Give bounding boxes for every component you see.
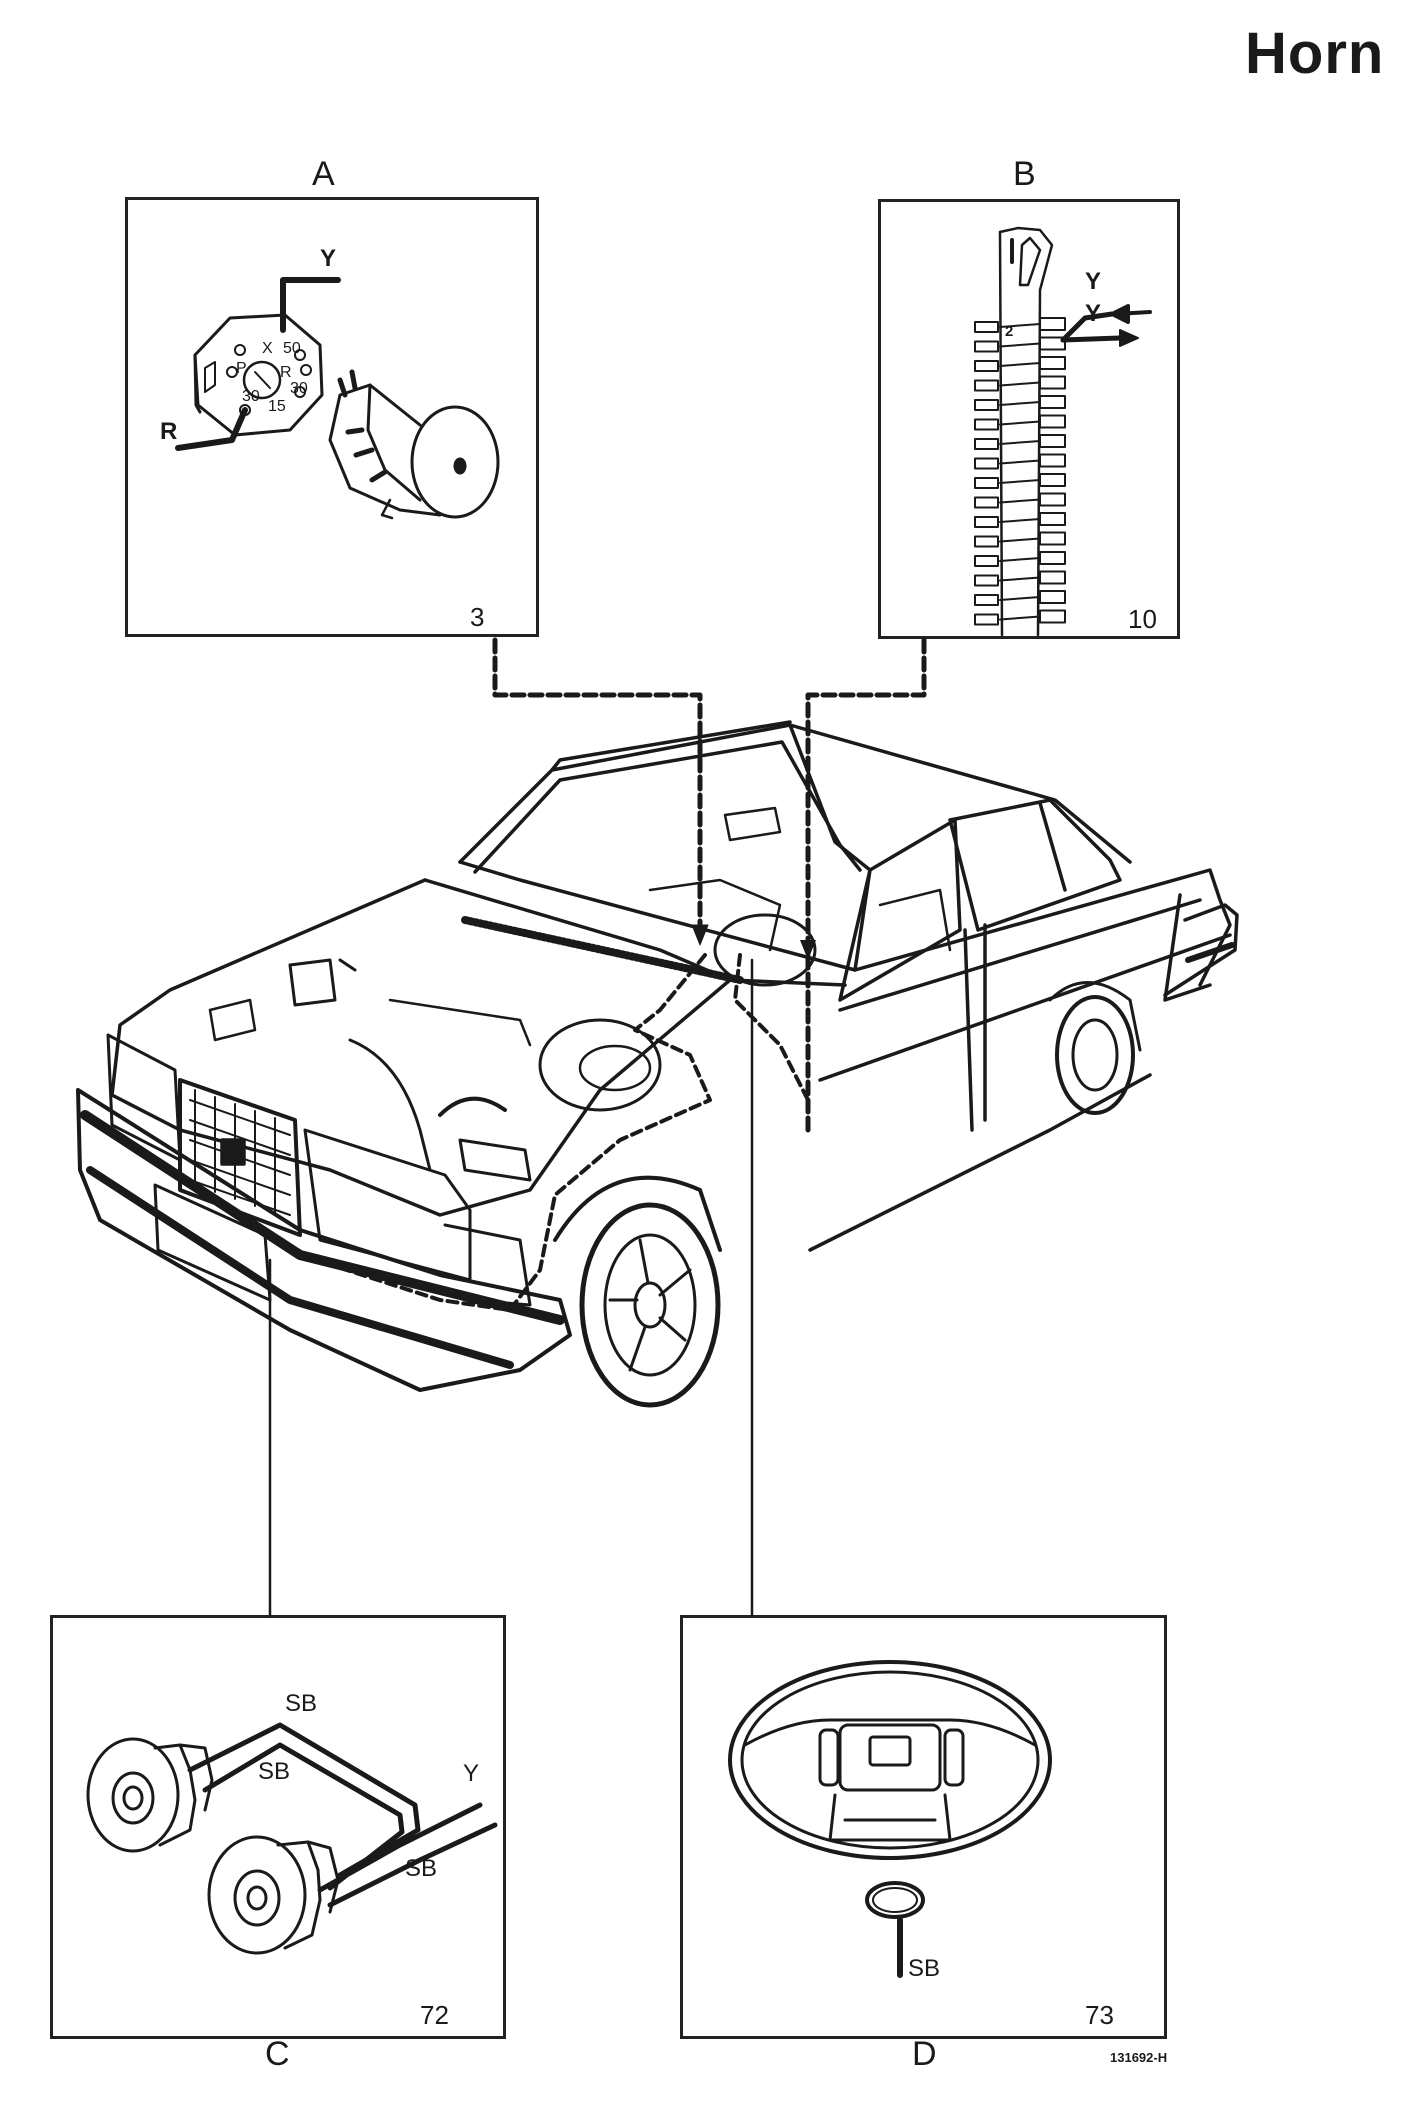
terminal-50: 50	[283, 340, 301, 357]
panel-d-label-sb: SB	[908, 1955, 941, 1982]
terminal-x: X	[262, 340, 273, 357]
fuse-clip	[974, 590, 1066, 606]
fuse-clip	[974, 551, 1066, 567]
fuse-clip	[974, 570, 1066, 587]
panel-c-label-sb-top: SB	[285, 1690, 318, 1717]
fuse-block-illustration	[998, 226, 1054, 637]
steering-wheel-illustration	[728, 1660, 1052, 1919]
fuse-clip	[974, 434, 1066, 450]
fuse-clip	[974, 609, 1066, 626]
panel-b-label-y-lower: Y	[1085, 300, 1102, 327]
car-illustration	[76, 720, 1239, 1408]
figure-reference-code: 131692-H	[1110, 2050, 1168, 2065]
panel-a-wire-r	[175, 407, 248, 451]
panel-c-label-sb-mid: SB	[258, 1758, 291, 1785]
panel-b-wire-y-in	[1060, 311, 1115, 343]
horns-illustration	[86, 1737, 340, 1955]
panel-a-label-r: R	[160, 418, 178, 445]
fuse-clip	[974, 317, 1066, 333]
fuse-clip	[974, 473, 1066, 489]
connector-a	[492, 637, 703, 938]
ignition-switch-illustration	[193, 313, 500, 520]
terminal-r: R	[280, 364, 292, 381]
panel-b-fuse-box	[878, 199, 1180, 639]
fuse-clip	[974, 336, 1066, 353]
panel-c-number: 72	[420, 2000, 449, 2030]
connector-b	[805, 637, 927, 1133]
fuse-clip	[974, 492, 1066, 509]
horn-wires	[187, 1722, 498, 1908]
panel-c-label-sb-low: SB	[405, 1855, 438, 1882]
terminal-30-right: 30	[290, 380, 308, 397]
fuse-clip	[974, 453, 1066, 470]
panel-a-label-y: Y	[320, 245, 337, 272]
panel-b-number: 10	[1128, 604, 1157, 634]
panel-c-letter: C	[265, 2035, 290, 2073]
horn-cable-route	[298, 953, 712, 1312]
fuse-clip	[974, 414, 1066, 431]
panel-b-label-y-upper: Y	[1085, 268, 1102, 295]
fuse-clip	[974, 375, 1066, 392]
panel-d-steering-wheel	[680, 1615, 1167, 2039]
panel-a-number: 3	[470, 602, 485, 632]
panel-c-horns	[50, 1615, 506, 2039]
fuse-clip	[974, 356, 1066, 372]
panel-a-wire-y	[280, 277, 341, 333]
panel-b-letter: B	[1013, 155, 1036, 193]
panel-b-wire-y-out	[1060, 335, 1123, 343]
panel-a-ignition-switch	[125, 197, 539, 637]
fuse-clip	[974, 395, 1066, 411]
fuse-number-2: 2	[1005, 323, 1014, 340]
terminal-p: P	[236, 360, 247, 377]
terminal-15: 15	[268, 398, 286, 415]
fuse-rows	[974, 317, 1066, 626]
terminal-30-left: 30	[242, 388, 260, 405]
fuse-clip	[974, 531, 1066, 548]
fuse-clip	[974, 512, 1066, 528]
panel-a-letter: A	[312, 155, 335, 193]
panel-d-number: 73	[1085, 2000, 1114, 2030]
page-title: Horn	[1245, 21, 1385, 86]
panel-d-letter: D	[912, 2035, 937, 2073]
panel-c-label-y: Y	[463, 1760, 480, 1787]
